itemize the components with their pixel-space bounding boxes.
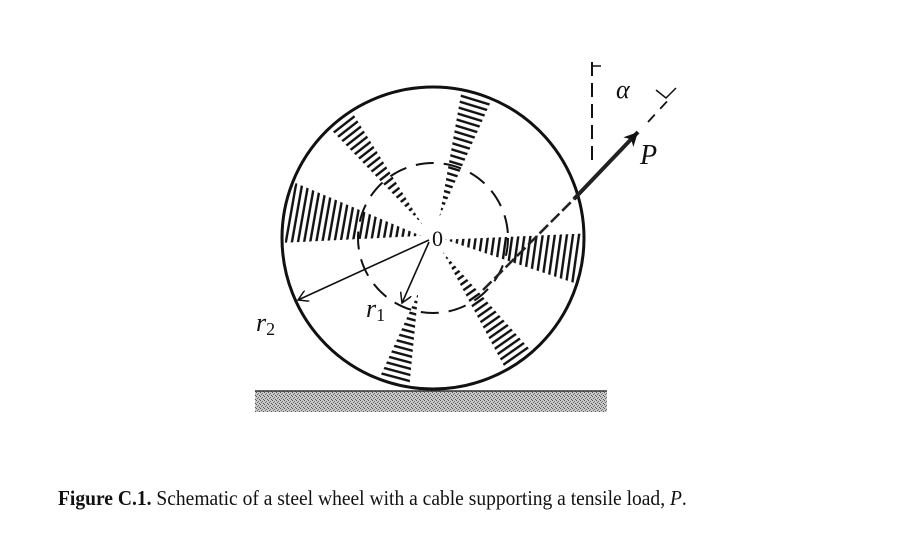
cable-direction-extension bbox=[647, 95, 673, 123]
wheel-spokes bbox=[285, 90, 581, 386]
hub-circle-dashed bbox=[357, 162, 509, 314]
caption-end: . bbox=[681, 486, 687, 510]
cable-inner bbox=[482, 198, 575, 291]
angle-tick bbox=[655, 87, 677, 100]
load-p-label: P bbox=[639, 140, 657, 171]
wheel-rim bbox=[280, 85, 586, 391]
caption-label: Figure C.1. bbox=[58, 486, 152, 510]
ground bbox=[255, 390, 607, 412]
radius-r2-arrow bbox=[298, 239, 430, 300]
radius-r1-arrow bbox=[402, 241, 430, 303]
angle-alpha-label: α bbox=[616, 75, 631, 104]
outer-radius-label: r2 bbox=[256, 308, 275, 339]
inner-radius-label: r1 bbox=[366, 294, 385, 325]
center-label: 0 bbox=[432, 226, 443, 251]
caption-symbol: P bbox=[669, 486, 682, 510]
caption-text: Schematic of a steel wheel with a cable … bbox=[151, 486, 670, 510]
figure-caption: Figure C.1. Schematic of a steel wheel w… bbox=[58, 486, 830, 511]
load-arrow bbox=[572, 130, 640, 201]
